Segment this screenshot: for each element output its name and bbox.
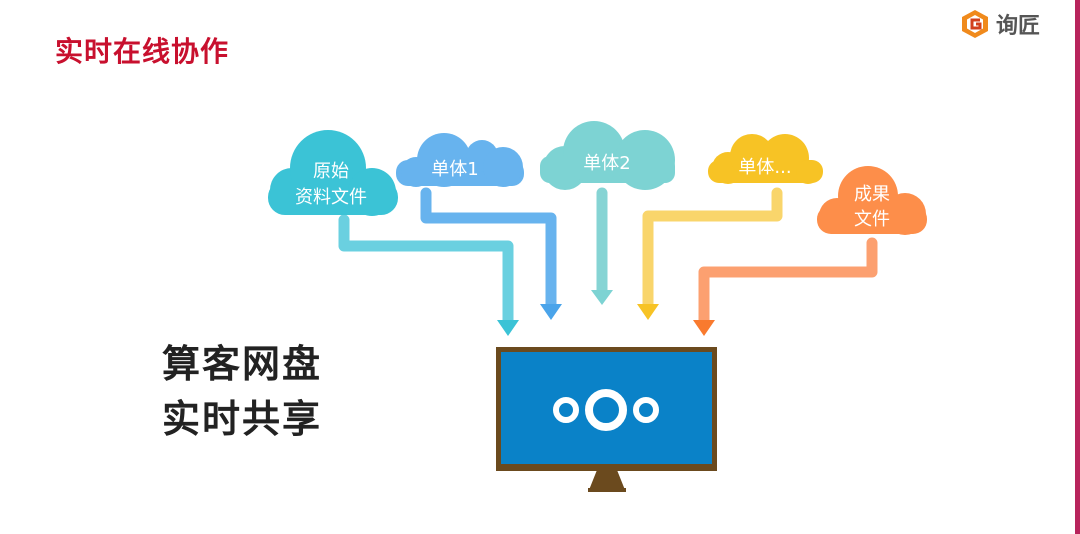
cloud-output-files: 成果 文件 bbox=[817, 166, 927, 235]
cloud-label: 资料文件 bbox=[295, 187, 367, 208]
headline-line1: 算客网盘 bbox=[162, 342, 323, 386]
cloud-unit1: 单体1 bbox=[396, 133, 524, 187]
cloud-raw-files: 原始 资料文件 bbox=[268, 130, 398, 216]
arrow-unit2 bbox=[591, 187, 613, 305]
slide-title: 实时在线协作 bbox=[55, 35, 230, 68]
cloud-label: 单体... bbox=[738, 157, 791, 178]
cloud-unit2: 单体2 bbox=[540, 121, 675, 190]
monitor bbox=[496, 347, 717, 492]
edge-accent-bar bbox=[1075, 0, 1080, 534]
brand-logo-icon bbox=[962, 10, 988, 38]
brand-logo: 询匠 bbox=[960, 8, 1040, 40]
arrow-unit1 bbox=[420, 187, 562, 320]
arrow-output-files bbox=[693, 237, 878, 336]
monitor-stand bbox=[589, 470, 625, 490]
cloud-label: 单体1 bbox=[431, 159, 478, 180]
cloud-unit-more: 单体... bbox=[708, 134, 823, 184]
arrow-unit-more bbox=[637, 187, 783, 320]
cloud-label: 单体2 bbox=[583, 153, 630, 174]
cloud-label: 原始 bbox=[313, 161, 349, 182]
headline-line2: 实时共享 bbox=[162, 397, 323, 441]
cloud-label: 文件 bbox=[854, 209, 890, 230]
cloud-app-logo-icon bbox=[553, 389, 659, 431]
arrow-raw-files bbox=[338, 214, 519, 336]
monitor-screen bbox=[501, 352, 712, 464]
brand-name: 询匠 bbox=[996, 14, 1041, 39]
cloud-label: 成果 bbox=[854, 184, 890, 205]
